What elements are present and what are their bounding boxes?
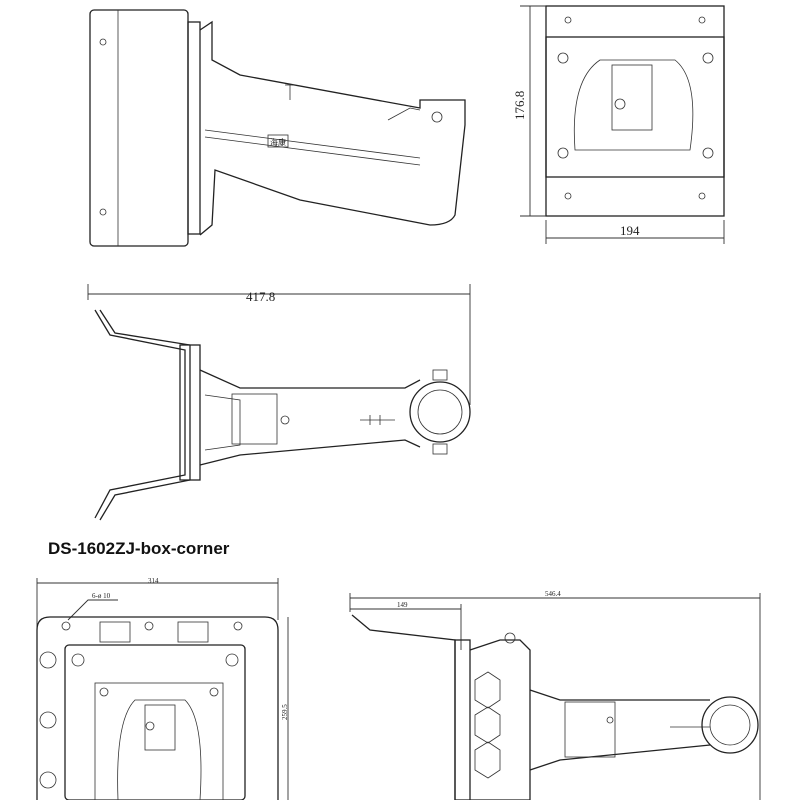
model-title: DS-1602ZJ-box-corner <box>48 539 230 558</box>
box-side-view: 546.4 149 <box>349 590 761 800</box>
dim-total-length: 546.4 <box>545 590 561 598</box>
dim-front-width: 194 <box>620 223 640 238</box>
dim-side-length: 417.8 <box>246 289 275 304</box>
dim-mount-offset: 149 <box>397 601 408 609</box>
box-front-view: 314 6-ø 10 259.5 <box>36 577 289 800</box>
logo-label: 海康 <box>270 137 286 147</box>
dim-box-width: 314 <box>148 577 159 585</box>
side-view-mount: 海康 <box>89 9 466 247</box>
dim-holes: 6-ø 10 <box>92 592 111 600</box>
dim-box-height: 259.5 <box>281 704 289 720</box>
top-view: 417.8 <box>87 284 471 521</box>
dim-front-height: 176.8 <box>512 91 527 120</box>
front-view: 176.8 194 <box>512 5 725 244</box>
